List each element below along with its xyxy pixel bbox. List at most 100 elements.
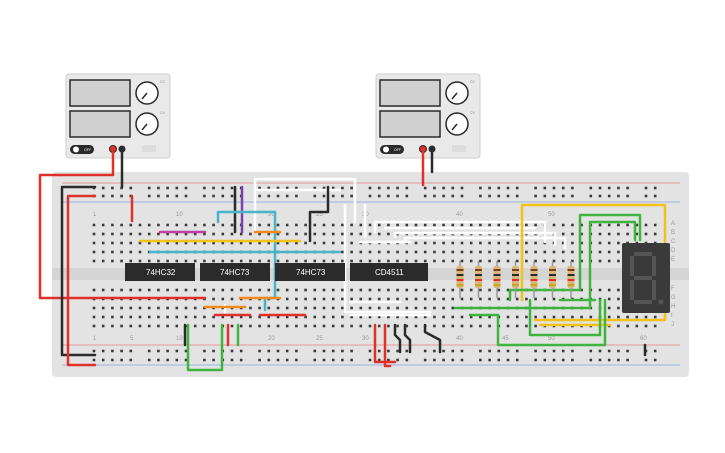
breadboard-hole[interactable]	[534, 250, 537, 254]
breadboard-hole[interactable]	[635, 324, 639, 328]
breadboard-hole[interactable]	[506, 297, 510, 301]
breadboard-hole[interactable]	[460, 241, 464, 245]
breadboard-hole[interactable]	[175, 288, 179, 292]
breadboard-hole[interactable]	[239, 241, 243, 245]
breadboard-hole[interactable]	[285, 349, 289, 353]
breadboard-hole[interactable]	[571, 194, 574, 198]
breadboard-hole[interactable]	[534, 186, 537, 190]
breadboard-hole[interactable]	[414, 297, 418, 301]
breadboard-hole[interactable]	[101, 349, 105, 353]
breadboard-hole[interactable]	[414, 315, 418, 319]
wire-black[interactable]	[423, 323, 442, 354]
breadboard-hole[interactable]	[433, 315, 436, 319]
breadboard-hole[interactable]	[571, 186, 574, 190]
breadboard-hole[interactable]	[212, 324, 215, 328]
breadboard-hole[interactable]	[479, 288, 482, 292]
breadboard-hole[interactable]	[285, 194, 289, 198]
breadboard-hole[interactable]	[230, 288, 234, 292]
breadboard-hole[interactable]	[607, 306, 611, 310]
breadboard-hole[interactable]	[120, 358, 123, 362]
breadboard-hole[interactable]	[239, 259, 243, 263]
breadboard-hole[interactable]	[350, 259, 353, 263]
wire-red[interactable]	[66, 194, 97, 367]
breadboard-hole[interactable]	[147, 349, 151, 353]
breadboard-hole[interactable]	[111, 232, 114, 236]
breadboard-hole[interactable]	[147, 306, 151, 310]
wire-white[interactable]	[403, 236, 567, 250]
breadboard-hole[interactable]	[101, 306, 105, 310]
breadboard-hole[interactable]	[147, 223, 151, 227]
breadboard-hole[interactable]	[111, 306, 114, 310]
breadboard-hole[interactable]	[405, 358, 409, 362]
breadboard-hole[interactable]	[341, 250, 344, 254]
breadboard-hole[interactable]	[377, 232, 381, 236]
breadboard-hole[interactable]	[203, 288, 206, 292]
breadboard-hole[interactable]	[285, 297, 289, 301]
breadboard-hole[interactable]	[331, 194, 335, 198]
breadboard-hole[interactable]	[405, 194, 409, 198]
breadboard-hole[interactable]	[497, 297, 501, 301]
breadboard-hole[interactable]	[175, 194, 179, 198]
breadboard-hole[interactable]	[184, 232, 188, 236]
breadboard-hole[interactable]	[230, 186, 234, 190]
breadboard-hole[interactable]	[451, 194, 455, 198]
breadboard-hole[interactable]	[405, 306, 409, 310]
breadboard-hole[interactable]	[230, 259, 234, 263]
breadboard-hole[interactable]	[230, 349, 234, 353]
breadboard-hole[interactable]	[598, 259, 602, 263]
breadboard-hole[interactable]	[414, 288, 418, 292]
breadboard-hole[interactable]	[276, 288, 280, 292]
breadboard-hole[interactable]	[285, 232, 289, 236]
breadboard-hole[interactable]	[552, 315, 556, 319]
breadboard-hole[interactable]	[249, 306, 252, 310]
wire-red[interactable]	[373, 323, 397, 364]
breadboard-hole[interactable]	[534, 194, 537, 198]
breadboard-hole[interactable]	[387, 194, 390, 198]
breadboard-hole[interactable]	[359, 315, 363, 319]
breadboard-hole[interactable]	[258, 223, 261, 227]
breadboard-hole[interactable]	[460, 259, 464, 263]
breadboard-hole[interactable]	[350, 232, 353, 236]
breadboard-hole[interactable]	[460, 250, 464, 254]
breadboard-hole[interactable]	[423, 259, 427, 263]
breadboard-hole[interactable]	[184, 315, 188, 319]
breadboard-hole[interactable]	[331, 232, 335, 236]
breadboard-hole[interactable]	[414, 306, 418, 310]
breadboard-hole[interactable]	[111, 186, 114, 190]
breadboard-hole[interactable]	[359, 288, 363, 292]
breadboard-hole[interactable]	[433, 324, 436, 328]
breadboard-hole[interactable]	[258, 315, 261, 319]
breadboard-hole[interactable]	[423, 315, 427, 319]
breadboard-hole[interactable]	[313, 358, 317, 362]
breadboard-hole[interactable]	[377, 349, 381, 353]
breadboard-hole[interactable]	[571, 358, 574, 362]
breadboard-hole[interactable]	[534, 241, 537, 245]
breadboard-hole[interactable]	[607, 259, 611, 263]
breadboard-hole[interactable]	[239, 324, 243, 328]
breadboard-hole[interactable]	[221, 259, 225, 263]
breadboard-hole[interactable]	[479, 250, 482, 254]
breadboard-hole[interactable]	[451, 250, 455, 254]
breadboard-hole[interactable]	[157, 324, 160, 328]
breadboard-hole[interactable]	[203, 194, 206, 198]
breadboard-hole[interactable]	[304, 324, 307, 328]
breadboard-hole[interactable]	[313, 349, 317, 353]
breadboard-hole[interactable]	[341, 349, 344, 353]
ic-chip-74hc32[interactable]: 74HC32	[125, 263, 195, 281]
breadboard-hole[interactable]	[304, 306, 307, 310]
breadboard-hole[interactable]	[193, 223, 197, 227]
breadboard-hole[interactable]	[92, 315, 96, 319]
breadboard-hole[interactable]	[451, 186, 455, 190]
breadboard-hole[interactable]	[515, 259, 519, 263]
breadboard-hole[interactable]	[350, 241, 353, 245]
breadboard-hole[interactable]	[377, 194, 381, 198]
breadboard-hole[interactable]	[479, 315, 482, 319]
breadboard-hole[interactable]	[313, 186, 317, 190]
breadboard-hole[interactable]	[129, 186, 133, 190]
breadboard-hole[interactable]	[543, 315, 547, 319]
breadboard-hole[interactable]	[506, 349, 510, 353]
breadboard-hole[interactable]	[175, 358, 179, 362]
breadboard-hole[interactable]	[147, 288, 151, 292]
breadboard-hole[interactable]	[129, 250, 133, 254]
breadboard-hole[interactable]	[341, 186, 344, 190]
